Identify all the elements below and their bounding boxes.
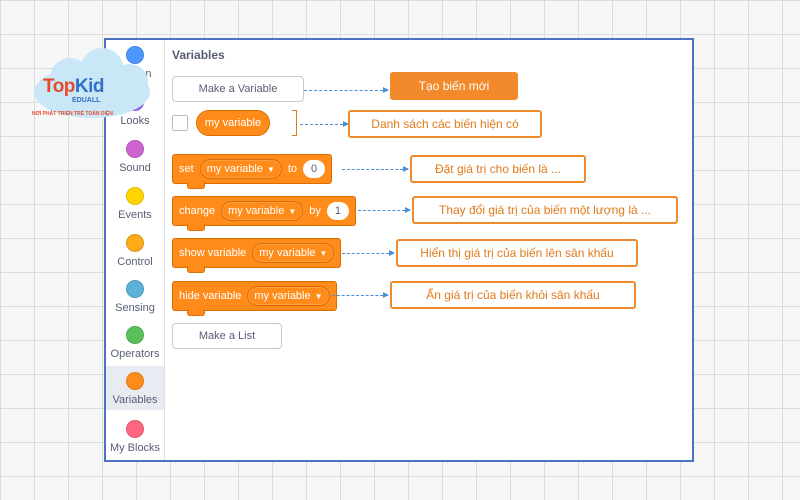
category-sidebar: Motion Looks Sound Events Control Sensin… bbox=[106, 40, 165, 460]
block-op-label: set bbox=[179, 163, 194, 175]
block-op-label: change bbox=[179, 205, 216, 217]
category-variables[interactable]: Variables bbox=[106, 366, 164, 410]
category-label: Sound bbox=[119, 162, 151, 174]
block-op-label: show variable bbox=[179, 247, 247, 259]
category-sensing[interactable]: Sensing bbox=[106, 280, 164, 314]
sensing-category-icon bbox=[126, 280, 144, 298]
callout-change-value: Thay đổi giá trị của biến một lượng là .… bbox=[412, 196, 678, 224]
variable-list-brace bbox=[292, 110, 297, 136]
dropdown-value: my variable bbox=[206, 163, 263, 175]
cloud-logo-icon bbox=[34, 48, 150, 118]
logo-brand-b: Kid bbox=[74, 76, 105, 97]
caret-down-icon: ▼ bbox=[319, 248, 328, 258]
my-blocks-category-icon bbox=[126, 420, 144, 438]
category-control[interactable]: Control bbox=[106, 234, 164, 268]
callout-hide-value: Ẩn giá trị của biến khỏi sân khấu bbox=[390, 281, 636, 309]
palette-title: Variables bbox=[172, 48, 225, 62]
category-events[interactable]: Events bbox=[106, 187, 164, 221]
callout-set-value: Đặt giá trị cho biến là ... bbox=[410, 155, 586, 183]
events-category-icon bbox=[126, 187, 144, 205]
logo-brand-a: Top bbox=[43, 76, 75, 97]
variable-dropdown[interactable]: my variable ▼ bbox=[247, 286, 330, 306]
variable-dropdown[interactable]: my variable ▼ bbox=[221, 201, 304, 221]
category-label: Operators bbox=[110, 348, 160, 360]
logo-tagline: NƠI PHÁT TRIỂN TRẺ TOÀN DIỆN bbox=[32, 111, 113, 117]
callout-arrow bbox=[342, 250, 395, 256]
motion-category-icon bbox=[126, 46, 144, 64]
variable-reporter-block[interactable]: my variable bbox=[196, 110, 270, 136]
logo-sub: EDUALL bbox=[72, 97, 101, 104]
dropdown-value: my variable bbox=[228, 205, 285, 217]
hide-variable-block[interactable]: hide variable my variable ▼ bbox=[172, 281, 337, 316]
callout-arrow bbox=[304, 87, 389, 93]
variable-dropdown[interactable]: my variable ▼ bbox=[252, 243, 335, 263]
category-sound[interactable]: Sound bbox=[106, 140, 164, 174]
change-variable-block[interactable]: change my variable ▼ by 1 bbox=[172, 196, 356, 231]
sound-category-icon bbox=[126, 140, 144, 158]
variable-dropdown[interactable]: my variable ▼ bbox=[199, 159, 282, 179]
category-label: Variables bbox=[112, 394, 158, 406]
value-input[interactable]: 0 bbox=[303, 160, 326, 178]
block-op-label: hide variable bbox=[179, 290, 242, 302]
logo-brand: TopKid bbox=[43, 76, 105, 98]
category-label: Looks bbox=[120, 115, 150, 127]
callout-arrow bbox=[358, 207, 411, 213]
show-variable-block[interactable]: show variable my variable ▼ bbox=[172, 238, 342, 273]
caret-down-icon: ▼ bbox=[314, 291, 323, 301]
operators-category-icon bbox=[126, 326, 144, 344]
callout-arrow bbox=[342, 166, 409, 172]
category-operators[interactable]: Operators bbox=[106, 326, 164, 360]
category-label: Sensing bbox=[115, 302, 155, 314]
block-keyword-label: to bbox=[287, 163, 298, 175]
scratch-editor-frame: Motion Looks Sound Events Control Sensin… bbox=[104, 38, 694, 462]
category-label: My Blocks bbox=[109, 442, 161, 454]
caret-down-icon: ▼ bbox=[266, 164, 275, 174]
category-label: Events bbox=[118, 209, 152, 221]
variables-category-icon bbox=[126, 372, 144, 390]
category-label: Control bbox=[117, 256, 153, 268]
callout-arrow bbox=[300, 121, 349, 127]
variable-checkbox[interactable] bbox=[172, 115, 188, 131]
make-list-button[interactable]: Make a List bbox=[172, 323, 282, 349]
callout-show-value: Hiển thị giá trị của biến lên sân khấu bbox=[396, 239, 638, 267]
caret-down-icon: ▼ bbox=[288, 206, 297, 216]
block-keyword-label: by bbox=[309, 205, 321, 217]
dropdown-value: my variable bbox=[254, 290, 311, 302]
make-variable-button[interactable]: Make a Variable bbox=[172, 76, 304, 102]
callout-variable-list: Danh sách các biến hiện có bbox=[348, 110, 542, 138]
category-my-blocks[interactable]: My Blocks bbox=[106, 420, 164, 454]
value-input[interactable]: 1 bbox=[326, 202, 349, 220]
control-category-icon bbox=[126, 234, 144, 252]
callout-arrow bbox=[332, 292, 389, 298]
dropdown-value: my variable bbox=[259, 247, 316, 259]
callout-new-variable: Tạo biến mới bbox=[390, 72, 518, 100]
set-variable-block[interactable]: set my variable ▼ to 0 bbox=[172, 154, 333, 189]
